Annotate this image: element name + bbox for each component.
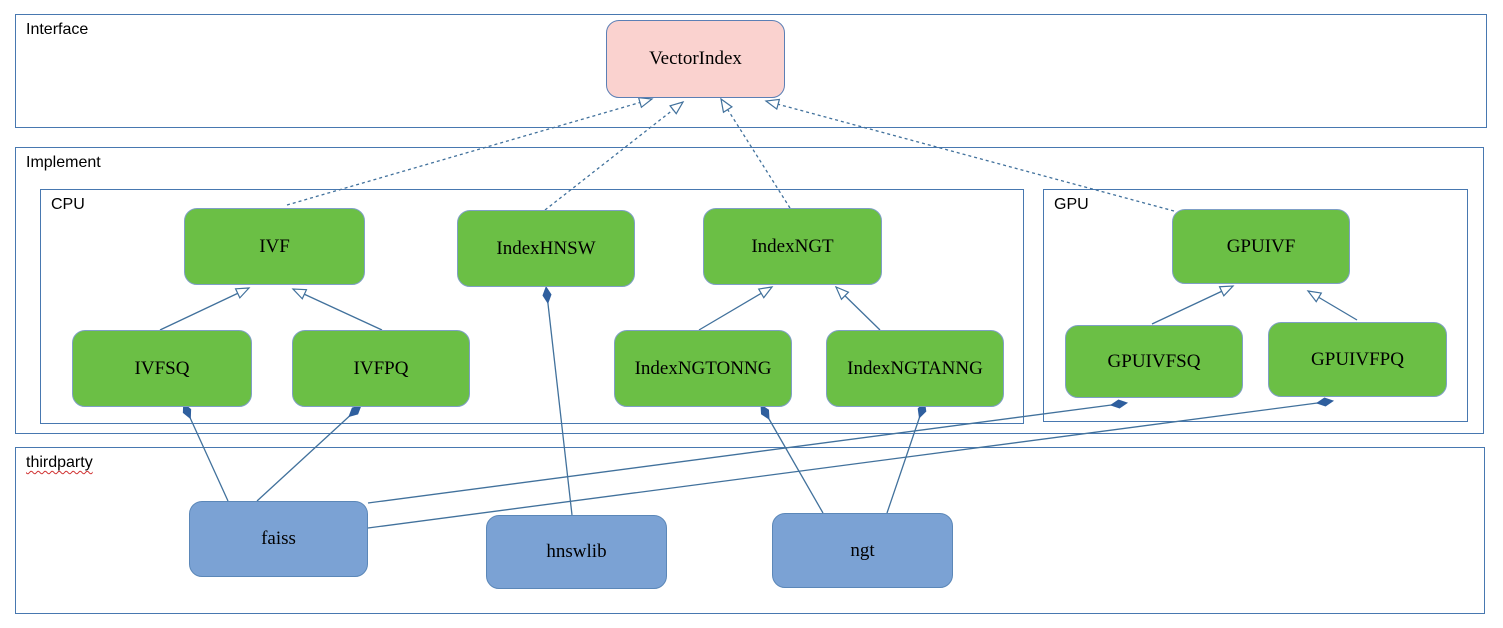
edge-indexngtanng-indexngt: [834, 285, 881, 331]
edge-faiss-gpuivfpq: [367, 402, 1325, 529]
cpu-container-label: CPU: [51, 196, 85, 213]
node-indexngtonng: IndexNGTONNG: [614, 330, 792, 407]
node-ngt: ngt: [772, 513, 953, 588]
node-vectorindex-label: VectorIndex: [649, 48, 742, 69]
node-ivf: IVF: [184, 208, 365, 285]
node-ivfsq-label: IVFSQ: [134, 357, 190, 379]
implement-container: Implement: [15, 147, 1484, 434]
edge-indexngt-vectorindex: [720, 97, 791, 209]
node-indexngtonng-label: IndexNGTONNG: [634, 357, 772, 379]
node-gpuivfsq: GPUIVFSQ: [1065, 325, 1243, 398]
edge-indexngtonng-indexngt: [698, 286, 774, 331]
node-indexngt: IndexNGT: [703, 208, 882, 285]
edge-faiss-ivfsq: [187, 411, 229, 502]
edge-ivfsq-ivf: [159, 287, 251, 331]
gpu-container: GPU: [1043, 189, 1468, 422]
thirdparty-container-label: thirdparty: [26, 454, 93, 471]
node-indexhnsw-label: IndexHNSW: [496, 237, 596, 259]
node-faiss-label: faiss: [261, 528, 296, 549]
node-gpuivfsq-label: GPUIVFSQ: [1107, 350, 1201, 372]
edge-ivf-vectorindex: [286, 97, 654, 206]
cpu-container: CPU: [40, 189, 1024, 424]
edge-ngt-indexngtonng: [765, 412, 824, 514]
node-ngt-label: ngt: [850, 539, 875, 561]
implement-container-label: Implement: [26, 154, 101, 171]
edge-gpuivfsq-gpuivf: [1151, 285, 1235, 325]
edge-ngt-indexngtanng: [886, 410, 922, 514]
edge-indexhnsw-vectorindex: [544, 101, 685, 211]
gpu-container-label: GPU: [1054, 196, 1089, 213]
node-vectorindex: VectorIndex: [606, 20, 785, 98]
node-gpuivfpq: GPUIVFPQ: [1268, 322, 1447, 397]
edge-faiss-ivfpq: [256, 411, 355, 502]
node-ivfpq: IVFPQ: [292, 330, 470, 407]
edge-ivfpq-ivf: [291, 288, 383, 331]
node-gpuivfpq-label: GPUIVFPQ: [1311, 348, 1404, 370]
edge-hnswlib-indexhnsw: [547, 295, 573, 516]
node-ivfsq: IVFSQ: [72, 330, 252, 407]
node-ivf-label: IVF: [259, 235, 290, 257]
thirdparty-container: thirdparty: [15, 447, 1485, 614]
interface-container-label: Interface: [26, 21, 89, 38]
node-gpuivf-label: GPUIVF: [1226, 235, 1296, 257]
interface-container: Interface: [15, 14, 1487, 128]
edge-faiss-gpuivfsq: [367, 404, 1119, 504]
node-indexngtanng-label: IndexNGTANNG: [847, 357, 983, 379]
edge-gpuivf-vectorindex: [764, 98, 1175, 212]
edge-gpuivfpq-gpuivf: [1306, 290, 1358, 321]
node-gpuivf: GPUIVF: [1172, 209, 1350, 284]
node-faiss: faiss: [189, 501, 368, 577]
node-hnswlib: hnswlib: [486, 515, 667, 589]
node-indexngt-label: IndexNGT: [751, 235, 834, 257]
node-indexngtanng: IndexNGTANNG: [826, 330, 1004, 407]
node-hnswlib-label: hnswlib: [546, 541, 607, 562]
node-indexhnsw: IndexHNSW: [457, 210, 635, 287]
node-ivfpq-label: IVFPQ: [353, 357, 409, 379]
